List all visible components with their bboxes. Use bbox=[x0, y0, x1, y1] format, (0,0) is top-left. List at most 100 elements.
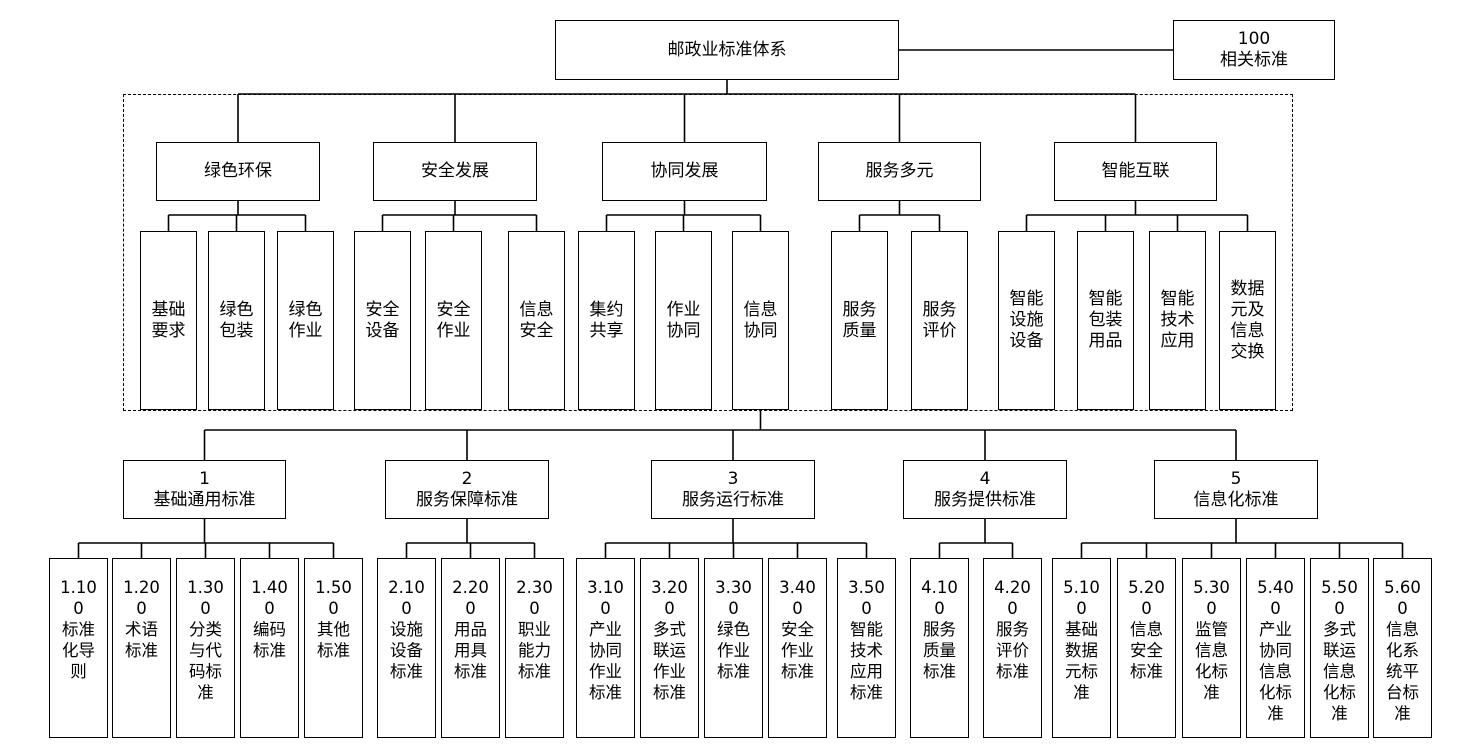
standard-leaf: 2.20 0 用品 用具 标准 bbox=[441, 558, 500, 738]
standard-leaf: 5.20 0 信息 安全 标准 bbox=[1117, 558, 1176, 738]
standard-leaf-label: 5.40 0 产业 协同 信息 化标 准 bbox=[1257, 578, 1294, 723]
standard-leaf: 3.20 0 多式 联运 作业 标准 bbox=[640, 558, 699, 738]
standard-leaf-label: 1.20 0 术语 标准 bbox=[123, 578, 160, 660]
theme-leaf: 智能 设施 设备 bbox=[998, 231, 1055, 410]
theme-leaf: 绿色 包装 bbox=[208, 231, 265, 410]
standard-leaf-label: 3.50 0 智能 技术 应用 标准 bbox=[848, 578, 885, 702]
theme-leaf-label: 智能 包装 用品 bbox=[1088, 289, 1123, 351]
theme-node-label: 安全发展 bbox=[421, 161, 489, 181]
standard-leaf: 5.10 0 基础 数据 元标 准 bbox=[1052, 558, 1111, 738]
category-label: 基础通用标准 bbox=[153, 489, 256, 510]
standard-leaf-label: 5.20 0 信息 安全 标准 bbox=[1128, 578, 1165, 681]
standard-leaf: 3.10 0 产业 协同 作业 标准 bbox=[576, 558, 635, 738]
theme-leaf: 作业 协同 bbox=[655, 231, 712, 410]
theme-leaf-label: 数据 元及 信息 交换 bbox=[1230, 278, 1265, 362]
standard-leaf-label: 5.10 0 基础 数据 元标 准 bbox=[1063, 578, 1100, 702]
category-label: 信息化标准 bbox=[1193, 489, 1279, 510]
theme-leaf-label: 绿色 包装 bbox=[219, 299, 254, 341]
theme-leaf: 信息 协同 bbox=[732, 231, 789, 410]
theme-leaf: 安全 设备 bbox=[354, 231, 411, 410]
category-number: 4 bbox=[979, 468, 991, 489]
standard-leaf: 5.60 0 信息 化系 统平 台标 准 bbox=[1373, 558, 1432, 738]
standard-leaf-label: 1.30 0 分类 与代 码标 准 bbox=[187, 578, 224, 702]
category-number: 2 bbox=[461, 468, 473, 489]
standard-leaf-label: 3.10 0 产业 协同 作业 标准 bbox=[587, 578, 624, 702]
theme-leaf-label: 安全 设备 bbox=[365, 299, 400, 341]
theme-node-label: 服务多元 bbox=[865, 161, 934, 181]
standard-leaf-label: 1.40 0 编码 标准 bbox=[251, 578, 288, 660]
standard-leaf: 3.40 0 安全 作业 标准 bbox=[768, 558, 827, 738]
theme-leaf-label: 服务 质量 bbox=[842, 299, 877, 341]
standard-leaf-label: 3.40 0 安全 作业 标准 bbox=[779, 578, 816, 681]
standard-leaf-label: 5.30 0 监管 信息 化标 准 bbox=[1193, 578, 1230, 702]
standard-leaf: 1.30 0 分类 与代 码标 准 bbox=[176, 558, 235, 738]
standard-leaf-label: 2.10 0 设施 设备 标准 bbox=[388, 578, 425, 681]
standard-leaf-label: 3.30 0 绿色 作业 标准 bbox=[715, 578, 752, 681]
standard-leaf: 3.30 0 绿色 作业 标准 bbox=[704, 558, 763, 738]
category-number: 3 bbox=[727, 468, 739, 489]
theme-leaf-label: 作业 协同 bbox=[666, 299, 701, 341]
standard-leaf: 4.10 0 服务 质量 标准 bbox=[910, 558, 969, 738]
theme-leaf-label: 基础 要求 bbox=[151, 299, 186, 341]
theme-leaf-label: 安全 作业 bbox=[436, 299, 471, 341]
standard-leaf: 1.20 0 术语 标准 bbox=[112, 558, 171, 738]
theme-leaf-label: 绿色 作业 bbox=[288, 299, 323, 341]
standard-leaf: 5.30 0 监管 信息 化标 准 bbox=[1182, 558, 1241, 738]
theme-leaf: 绿色 作业 bbox=[277, 231, 334, 410]
standard-leaf-label: 2.30 0 职业 能力 标准 bbox=[516, 578, 553, 681]
theme-leaf: 数据 元及 信息 交换 bbox=[1219, 231, 1276, 410]
theme-leaf-label: 服务 评价 bbox=[922, 299, 957, 341]
theme-node: 协同发展 bbox=[602, 142, 767, 201]
related-number: 100 bbox=[1237, 29, 1271, 49]
theme-node-label: 智能互联 bbox=[1101, 161, 1170, 181]
standard-leaf-label: 1.50 0 其他 标准 bbox=[315, 578, 352, 660]
theme-node: 服务多元 bbox=[818, 142, 981, 201]
standard-leaf-label: 1.10 0 标准 化导 则 bbox=[60, 578, 97, 681]
strategic-themes-frame bbox=[123, 94, 1293, 411]
theme-leaf: 智能 包装 用品 bbox=[1077, 231, 1134, 410]
theme-leaf: 服务 评价 bbox=[911, 231, 968, 410]
standard-leaf: 1.40 0 编码 标准 bbox=[240, 558, 299, 738]
category-label: 服务保障标准 bbox=[416, 489, 518, 510]
theme-leaf-label: 信息 协同 bbox=[743, 299, 778, 341]
standard-leaf: 2.10 0 设施 设备 标准 bbox=[377, 558, 436, 738]
theme-node-label: 绿色环保 bbox=[204, 161, 272, 181]
standard-leaf-label: 4.20 0 服务 评价 标准 bbox=[994, 578, 1031, 681]
theme-leaf: 智能 技术 应用 bbox=[1149, 231, 1206, 410]
standard-leaf: 1.50 0 其他 标准 bbox=[304, 558, 363, 738]
category-number: 5 bbox=[1230, 468, 1242, 489]
related-label: 相关标准 bbox=[1220, 50, 1288, 70]
theme-leaf: 集约 共享 bbox=[578, 231, 635, 410]
theme-node: 绿色环保 bbox=[156, 142, 320, 201]
standard-leaf: 3.50 0 智能 技术 应用 标准 bbox=[837, 558, 896, 738]
standard-leaf-label: 5.60 0 信息 化系 统平 台标 准 bbox=[1384, 578, 1421, 723]
theme-node-label: 协同发展 bbox=[650, 161, 719, 181]
root-node: 邮政业标准体系 bbox=[555, 20, 899, 80]
theme-leaf: 信息 安全 bbox=[508, 231, 565, 410]
standard-leaf-label: 5.50 0 多式 联运 信息 化标 准 bbox=[1321, 578, 1358, 723]
theme-leaf-label: 信息 安全 bbox=[519, 299, 554, 341]
theme-leaf-label: 智能 技术 应用 bbox=[1160, 289, 1195, 351]
theme-leaf-label: 智能 设施 设备 bbox=[1009, 289, 1044, 351]
standard-leaf-label: 2.20 0 用品 用具 标准 bbox=[452, 578, 489, 681]
standard-leaf-label: 3.20 0 多式 联运 作业 标准 bbox=[651, 578, 688, 702]
theme-leaf: 基础 要求 bbox=[140, 231, 197, 410]
category-number: 1 bbox=[199, 468, 210, 489]
standard-leaf: 4.20 0 服务 评价 标准 bbox=[983, 558, 1042, 738]
category-label: 服务运行标准 bbox=[682, 489, 784, 510]
theme-node: 安全发展 bbox=[373, 142, 537, 201]
category-label: 服务提供标准 bbox=[934, 489, 1036, 510]
related-standards-node: 100 相关标准 bbox=[1173, 20, 1335, 80]
standard-leaf: 2.30 0 职业 能力 标准 bbox=[505, 558, 564, 738]
standard-leaf: 1.10 0 标准 化导 则 bbox=[49, 558, 108, 738]
standard-leaf: 5.40 0 产业 协同 信息 化标 准 bbox=[1246, 558, 1305, 738]
standard-leaf: 5.50 0 多式 联运 信息 化标 准 bbox=[1310, 558, 1369, 738]
theme-leaf-label: 集约 共享 bbox=[589, 299, 624, 341]
theme-node: 智能互联 bbox=[1054, 142, 1217, 201]
theme-leaf: 服务 质量 bbox=[831, 231, 888, 410]
